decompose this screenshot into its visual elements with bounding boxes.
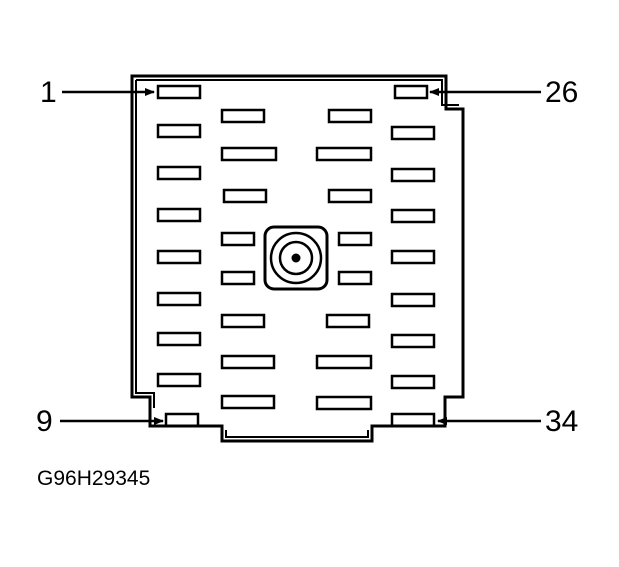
terminal-slot bbox=[156, 123, 202, 139]
terminal-slot bbox=[164, 412, 200, 428]
terminal-slot bbox=[220, 146, 278, 162]
pin-label-9: 9 bbox=[36, 405, 53, 438]
pointer-arrows bbox=[60, 88, 541, 425]
terminal-slot bbox=[390, 292, 436, 308]
figure-id: G96H29345 bbox=[37, 467, 151, 490]
center-bolt bbox=[263, 225, 329, 291]
terminal-slot bbox=[390, 412, 436, 428]
terminal-slot bbox=[325, 313, 371, 329]
terminal-group bbox=[156, 84, 436, 428]
terminal-slot bbox=[156, 331, 202, 347]
terminal-slot bbox=[222, 188, 268, 204]
terminal-slot bbox=[390, 333, 436, 349]
pin-label-26: 26 bbox=[545, 76, 579, 109]
terminal-slot bbox=[220, 313, 266, 329]
terminal-slot bbox=[337, 231, 373, 247]
terminal-slot bbox=[337, 270, 373, 286]
terminal-slot bbox=[393, 84, 429, 100]
terminal-slot bbox=[315, 146, 373, 162]
terminal-slot bbox=[220, 354, 276, 370]
terminal-slot bbox=[156, 249, 202, 265]
terminal-slot bbox=[390, 167, 436, 183]
terminal-slot bbox=[390, 374, 436, 390]
connector-housing bbox=[130, 74, 465, 443]
terminal-slot bbox=[390, 249, 436, 265]
terminal-slot bbox=[327, 188, 373, 204]
pin-label-1: 1 bbox=[40, 76, 57, 109]
terminal-slot bbox=[156, 291, 202, 307]
terminal-slot bbox=[220, 231, 256, 247]
terminal-slot bbox=[220, 394, 276, 410]
terminal-slot bbox=[315, 395, 373, 411]
terminal-slot bbox=[220, 108, 266, 124]
pin-label-34: 34 bbox=[545, 405, 579, 438]
terminal-slot bbox=[156, 372, 202, 388]
terminal-slot bbox=[156, 165, 202, 181]
terminal-slot bbox=[327, 108, 373, 124]
terminal-slot bbox=[220, 270, 256, 286]
terminal-slot bbox=[390, 125, 436, 141]
terminal-slot bbox=[390, 208, 436, 224]
terminal-slot bbox=[156, 207, 202, 223]
terminal-slot bbox=[156, 84, 202, 100]
terminal-slot bbox=[315, 354, 373, 370]
